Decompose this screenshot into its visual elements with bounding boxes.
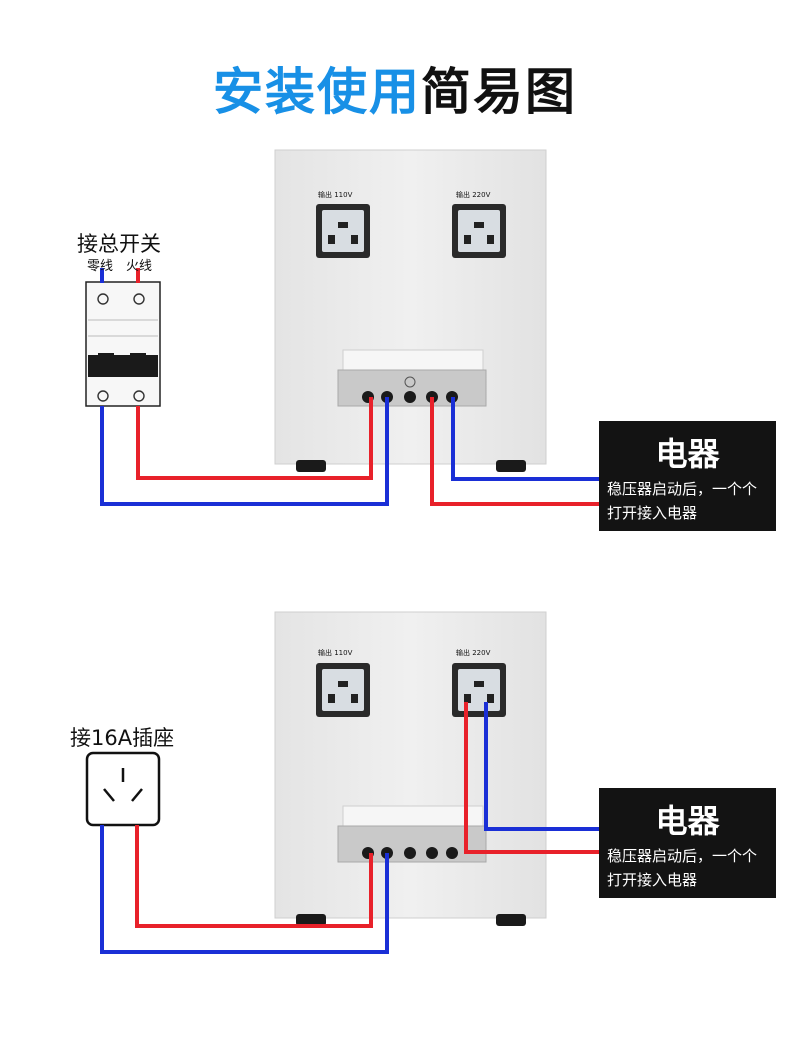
appliance-desc: 稳压器启动后，一个个打开接入电器 bbox=[607, 847, 758, 889]
live-wire-output bbox=[464, 702, 599, 854]
output-220v-label: 输出 220V bbox=[456, 191, 491, 199]
page-title: 安装使用简易图 bbox=[0, 52, 790, 124]
universal-outlet-icon bbox=[316, 663, 370, 717]
terminal-block-icon bbox=[337, 805, 487, 863]
appliance-box: 电器 稳压器启动后，一个个打开接入电器 bbox=[599, 788, 776, 898]
universal-outlet-icon bbox=[452, 663, 506, 717]
appliance-desc: 稳压器启动后，一个个打开接入电器 bbox=[607, 480, 758, 522]
title-highlight: 安装使用 bbox=[213, 63, 421, 121]
title-rest: 简易图 bbox=[421, 63, 577, 121]
neutral-label: 零线 bbox=[87, 259, 114, 274]
neutral-wire-input bbox=[100, 825, 389, 954]
foot bbox=[496, 460, 526, 472]
wall-socket-icon bbox=[85, 751, 161, 827]
live-wire-output bbox=[430, 397, 599, 506]
source-label-main-switch: 接总开关 bbox=[77, 232, 161, 256]
regulator-unit-1 bbox=[274, 149, 547, 472]
terminal-block-icon bbox=[337, 349, 487, 407]
live-wire-input bbox=[135, 825, 373, 928]
live-label: 火线 bbox=[126, 259, 153, 274]
regulator-unit-2 bbox=[274, 611, 547, 926]
appliance-title: 电器 bbox=[655, 435, 720, 473]
foot bbox=[496, 914, 526, 926]
output-110v-label: 输出 110V bbox=[318, 191, 353, 199]
source-label-16a-socket: 接16A插座 bbox=[70, 726, 175, 750]
neutral-wire-output bbox=[484, 702, 599, 831]
appliance-box: 电器 稳压器启动后，一个个打开接入电器 bbox=[599, 421, 776, 531]
breaker-icon bbox=[85, 281, 161, 407]
foot bbox=[296, 914, 326, 926]
universal-outlet-icon bbox=[452, 204, 506, 258]
foot bbox=[296, 460, 326, 472]
appliance-title: 电器 bbox=[655, 802, 720, 840]
neutral-wire-input bbox=[100, 397, 389, 506]
neutral-wire-output bbox=[451, 397, 599, 481]
live-wire-input bbox=[136, 397, 373, 480]
universal-outlet-icon bbox=[316, 204, 370, 258]
output-110v-label: 输出 110V bbox=[318, 649, 353, 657]
output-220v-label: 输出 220V bbox=[456, 649, 491, 657]
